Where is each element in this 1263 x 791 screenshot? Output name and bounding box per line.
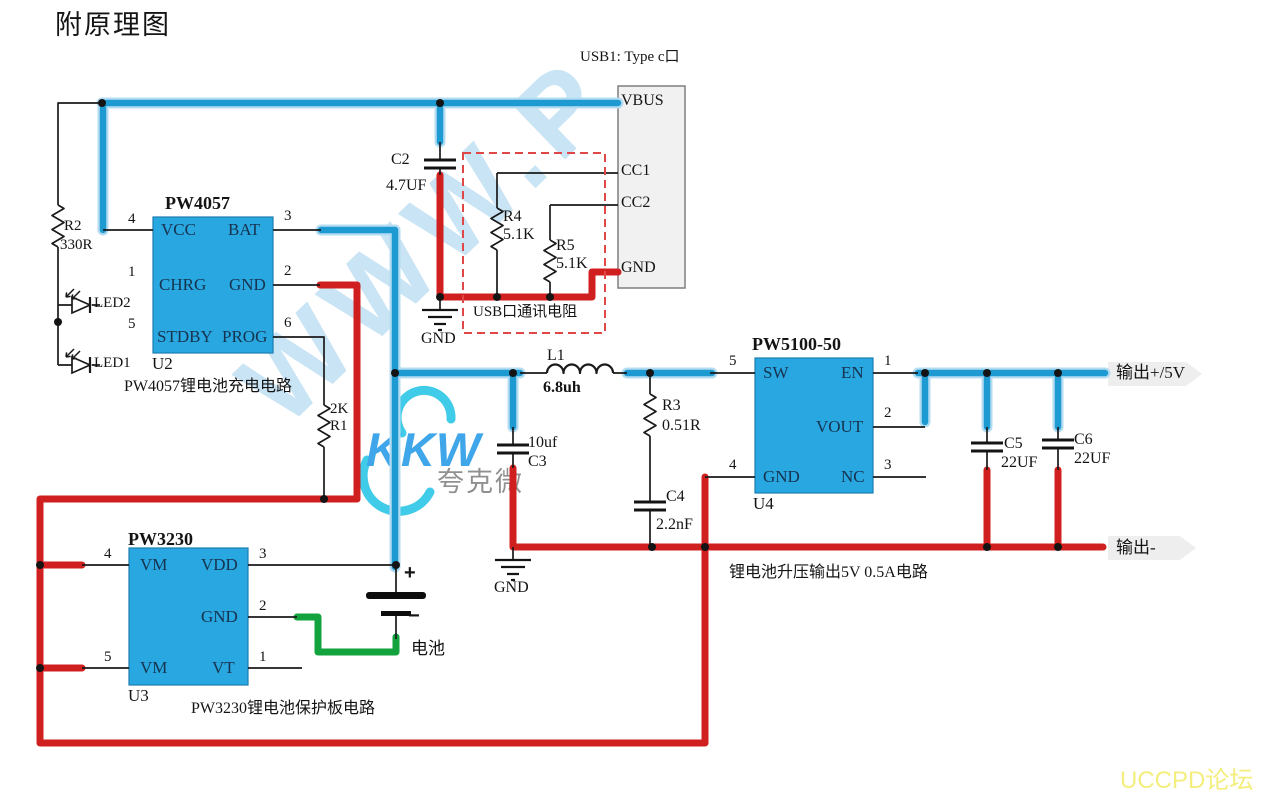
battery-symbol <box>366 592 426 616</box>
logo-swoosh-bottom <box>358 455 435 516</box>
chip-u3-body <box>128 547 249 686</box>
comm-resistor-dashed-box <box>462 152 606 334</box>
capacitor-c2-symbol <box>422 158 458 170</box>
led2-symbol <box>56 287 102 315</box>
ground-symbol-output <box>493 558 533 582</box>
ground-symbol-usb <box>420 308 460 332</box>
kkw-logo-subtext: 夸克微 <box>437 467 524 497</box>
resistor-r4-symbol <box>490 207 504 251</box>
capacitor-c5-symbol <box>969 441 1005 453</box>
capacitor-c6-symbol <box>1040 438 1076 450</box>
chip-u4-body <box>754 357 874 494</box>
resistor-r1-symbol <box>317 404 331 448</box>
capacitor-c3-symbol <box>495 443 531 455</box>
wire-usb-gnd <box>436 171 622 301</box>
blue-wires <box>98 99 1109 571</box>
output-positive-band <box>1108 362 1202 386</box>
led1-symbol <box>56 347 102 375</box>
capacitor-c4-symbol <box>632 500 668 512</box>
wire-gnd-loop <box>36 281 709 747</box>
resistor-r5-symbol <box>543 239 557 283</box>
resistor-r2-symbol <box>51 204 65 248</box>
wire-bat-net <box>317 226 399 571</box>
inductor-l1-symbol <box>545 363 615 375</box>
output-label-bands <box>1108 362 1202 560</box>
wire-battery-minus <box>293 613 400 656</box>
junction-dots <box>36 99 1062 672</box>
signal-wires <box>51 102 1059 669</box>
output-negative-band <box>1108 536 1196 560</box>
resistor-r3-symbol <box>643 393 657 437</box>
kkw-logo-text: KKW <box>366 423 482 476</box>
chip-u2-body <box>152 216 274 354</box>
usb-connector-box <box>617 85 686 289</box>
